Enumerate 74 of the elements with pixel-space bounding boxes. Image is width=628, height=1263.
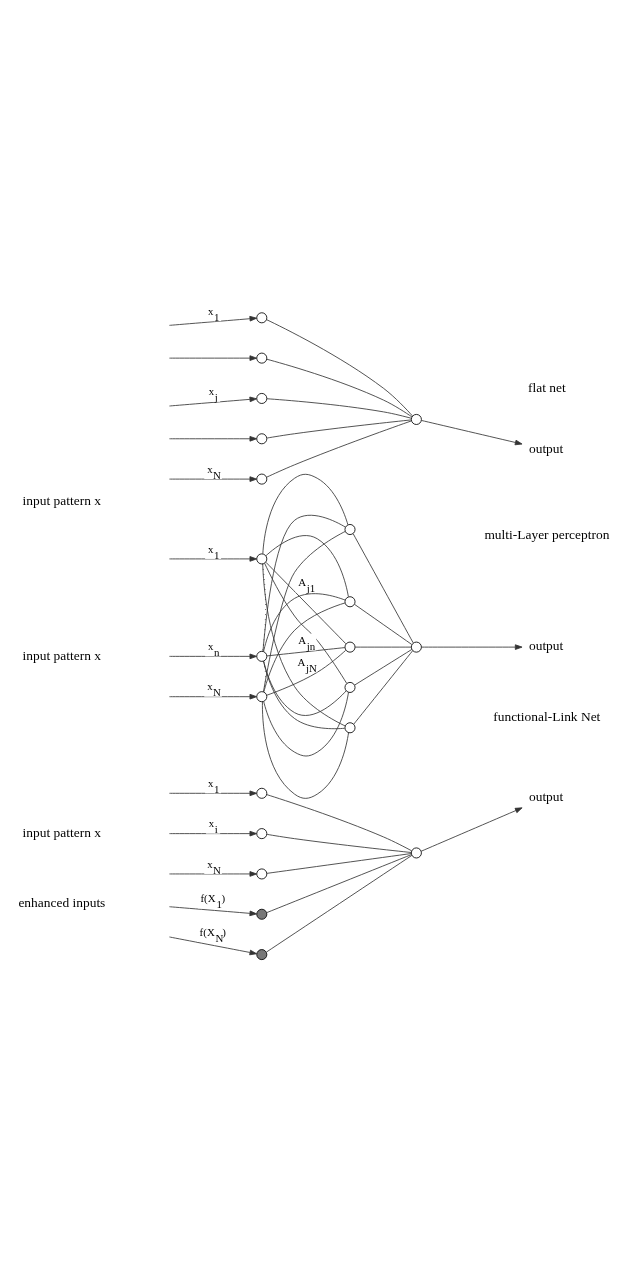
connector <box>266 852 412 874</box>
connector <box>266 649 347 696</box>
arrow <box>169 870 258 877</box>
arrow <box>169 315 258 326</box>
node-circle <box>344 721 356 733</box>
node-circle <box>256 473 268 485</box>
connector <box>266 358 413 417</box>
connector <box>266 418 412 438</box>
node-circle <box>256 827 268 839</box>
node-text: output <box>528 440 564 456</box>
connector <box>354 603 413 645</box>
arrow <box>169 396 258 406</box>
node-circle <box>256 311 268 323</box>
arrow <box>421 419 523 445</box>
label: enhanced inputs <box>18 894 106 910</box>
node-circle <box>344 523 356 535</box>
arrow <box>169 905 258 916</box>
node-circle <box>410 413 422 425</box>
arrow <box>169 435 258 442</box>
arrow <box>169 790 258 796</box>
arrow <box>169 693 258 699</box>
node-circle <box>344 641 356 653</box>
node-circle <box>256 908 268 920</box>
node-circle <box>344 681 356 693</box>
node-text: output <box>528 788 564 804</box>
arrow <box>169 830 258 836</box>
arrow <box>169 653 258 659</box>
connector <box>266 318 413 416</box>
node-circle <box>256 787 268 799</box>
node-text: output <box>528 637 564 653</box>
label: flat net <box>528 379 566 395</box>
connector <box>262 700 349 799</box>
connector <box>352 532 414 643</box>
label: functional-Link Net <box>493 708 601 724</box>
connector <box>266 420 412 478</box>
node-circle <box>256 868 268 879</box>
label: input pattern x <box>22 647 101 663</box>
connector <box>266 854 413 952</box>
connector <box>354 648 413 685</box>
connector <box>266 397 412 419</box>
node-circle <box>410 847 422 858</box>
connector <box>263 602 346 692</box>
connector <box>263 660 346 729</box>
connector <box>262 563 346 726</box>
node-circle <box>256 352 268 364</box>
node-circle <box>256 552 268 564</box>
arrow <box>169 354 258 361</box>
connector <box>265 534 349 597</box>
node-circle <box>344 595 356 607</box>
arrow <box>169 555 258 562</box>
connector <box>266 833 412 853</box>
node-circle <box>256 392 268 404</box>
arrow <box>421 643 523 650</box>
node-circle <box>256 432 268 444</box>
label: input pattern x <box>22 492 101 508</box>
connector <box>353 649 413 724</box>
connector <box>262 473 349 554</box>
label: multi-Layer perceptron <box>484 526 610 542</box>
connector <box>266 646 346 656</box>
connector <box>264 562 348 684</box>
connector <box>263 530 346 692</box>
connector <box>263 691 349 756</box>
arrow <box>420 806 523 852</box>
label: input pattern x <box>22 824 101 840</box>
connector <box>354 646 412 648</box>
connector <box>266 853 412 913</box>
connector <box>265 561 347 644</box>
connector <box>266 793 412 851</box>
node-circle <box>256 948 268 960</box>
node-circle <box>256 690 268 702</box>
node-circle <box>256 650 268 662</box>
node-circle <box>410 641 422 653</box>
arrow <box>169 936 258 955</box>
arrow <box>169 475 258 482</box>
